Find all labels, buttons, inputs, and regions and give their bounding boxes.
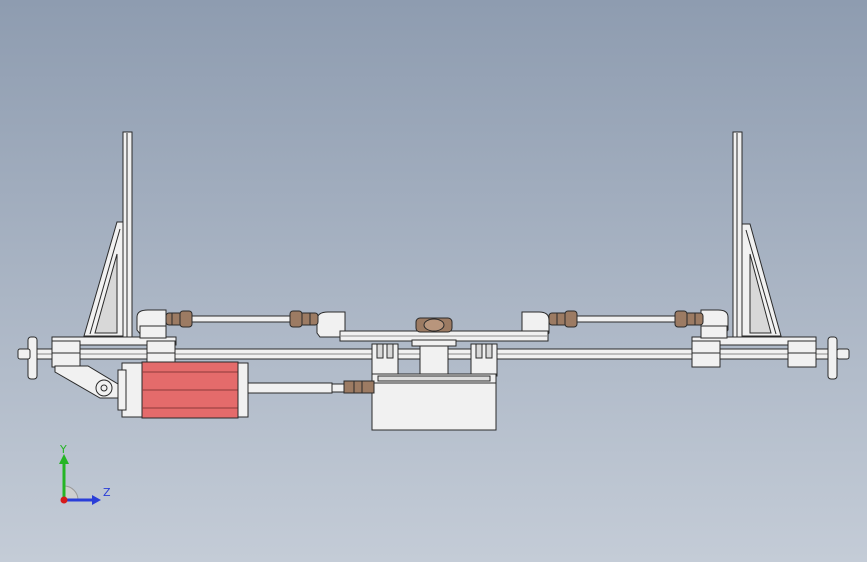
shaft-end-knob-right [827,336,850,380]
lower-housing-box [371,373,497,431]
air-cylinder [117,361,249,419]
left-hinge-bracket [54,365,119,399]
rod-end-joint-3 [548,310,578,328]
right-base-plate [691,336,817,368]
right-carriage-block [470,343,498,377]
origin-point [60,496,68,504]
z-axis-label: Z [103,486,111,499]
z-axis-arrowhead [92,495,101,505]
rod-end-joint-2 [289,310,319,328]
upper-tie-rod-right [576,315,678,323]
rod-end-joint-4 [674,310,704,328]
left-carriage-block [371,343,399,377]
y-axis-label: Y [60,443,67,456]
right-upright-post [732,131,782,341]
cylinder-piston-rod [245,380,375,394]
left-pillow-block [136,309,167,339]
rod-end-joint-1 [165,310,193,328]
shaft-end-knob-left [17,336,38,380]
view-orientation-triad [59,454,101,505]
left-upright-post [83,131,133,341]
upper-tie-rod-left [189,315,293,323]
right-pillow-block [700,309,729,339]
y-axis-arrowhead [59,454,69,464]
center-hub [411,317,457,377]
